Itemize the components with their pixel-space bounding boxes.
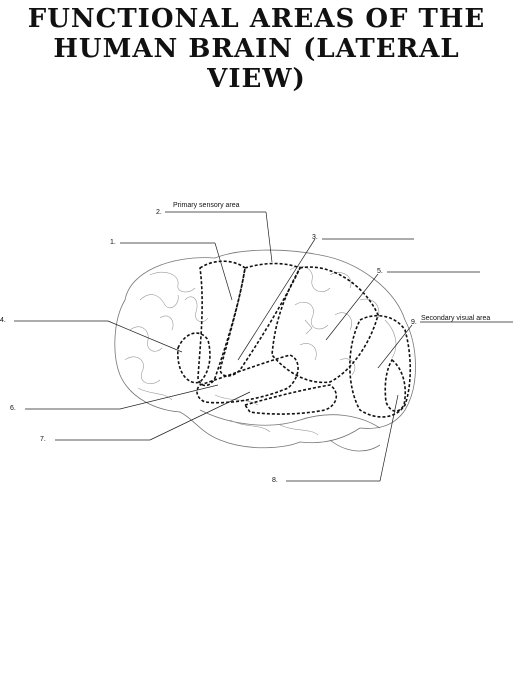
label-3-number: 3.: [312, 234, 318, 241]
label-1-number: 1.: [110, 239, 116, 246]
region-auditory-association: [243, 384, 338, 415]
label-4-number: 4.: [0, 317, 6, 324]
region-secondary-visual: [349, 314, 411, 418]
label-7-number: 7.: [40, 436, 46, 443]
region-motor-speech: [177, 332, 211, 384]
label-leaders: [14, 211, 513, 482]
region-sensory-association: [271, 266, 379, 384]
page-title-line-1: FUNCTIONAL AREAS OF THE: [27, 4, 486, 34]
region-auditory: [196, 354, 299, 404]
label-2-text: Primary sensory area: [173, 202, 240, 209]
label-9-number: 9.: [411, 319, 417, 326]
label-2-number: 2.: [156, 209, 162, 216]
functional-regions: [177, 260, 411, 418]
region-primary-sensory: [219, 262, 302, 377]
label-5-number: 5.: [377, 268, 383, 275]
region-primary-visual: [384, 358, 407, 412]
label-9-text: Secondary visual area: [421, 315, 490, 322]
label-6-number: 6.: [10, 405, 16, 412]
brain-outline: [114, 249, 416, 449]
temporal-lobe-contour: [199, 409, 381, 429]
page-title-line-2: HUMAN BRAIN (LATERAL VIEW): [53, 34, 460, 94]
label-8-number: 8.: [272, 477, 278, 484]
brainstem-contour: [329, 439, 381, 452]
region-primary-motor: [197, 260, 246, 387]
